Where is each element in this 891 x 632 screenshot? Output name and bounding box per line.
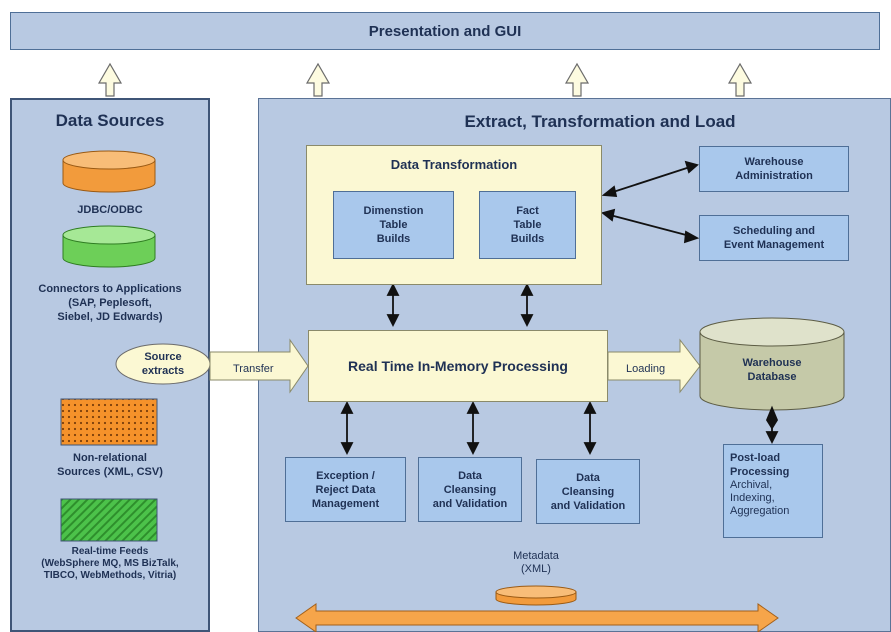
cleansing-1-label-2: Cleansing (443, 483, 497, 496)
cleansing-2-label-1: Data (576, 471, 600, 484)
warehouse-admin-box: Warehouse Administration (699, 146, 849, 192)
metadata-double-arrow (295, 603, 779, 632)
data-transformation-title: Data Transformation (390, 157, 518, 172)
realtime-label-2: (WebSphere MQ, MS BizTalk, (41, 558, 179, 569)
metadata-label-2: (XML) (521, 563, 551, 575)
cleansing-1-label-1: Data (458, 469, 482, 482)
postload-item-2: Indexing, (730, 492, 775, 504)
data-sources-title: Data Sources (55, 111, 165, 130)
postload-item-3: Aggregation (730, 505, 790, 517)
dimension-table-box: Dimenstion Table Builds (333, 191, 454, 259)
realtime-label-1: Real-time Feeds (71, 546, 149, 557)
connectors-cylinder (62, 225, 156, 268)
fact-label-3: Builds (510, 233, 545, 245)
dimension-label-3: Builds (376, 233, 411, 245)
postload-title-2: Processing (730, 466, 790, 478)
exception-label-2: Reject Data (315, 483, 376, 496)
cleansing-2-label-3: and Validation (550, 499, 626, 512)
up-arrow-icon (564, 62, 590, 97)
transfer-label: Transfer (233, 363, 274, 375)
fact-label-1: Fact (516, 205, 539, 217)
etl-title: Extract, Transformation and Load (464, 112, 736, 131)
loading-arrow (607, 338, 701, 394)
scheduling-label-1: Scheduling and (733, 225, 815, 237)
warehouse-db-label-2: Database (747, 371, 797, 383)
connectors-label-1: Connectors to Applications (38, 283, 182, 295)
real-time-processing-label: Real Time In-Memory Processing (348, 358, 568, 374)
metadata-cylinder (495, 585, 577, 606)
transfer-arrow (209, 338, 309, 394)
dimension-label-2: Table (379, 219, 408, 231)
connectors-label-3: Siebel, JD Edwards) (57, 311, 163, 323)
warehouse-admin-label-1: Warehouse (744, 156, 804, 168)
realtime-box (60, 498, 158, 542)
source-extracts-label-2: extracts (141, 365, 185, 377)
up-arrow-icon (305, 62, 331, 97)
cleansing-box-2: Data Cleansing and Validation (536, 459, 640, 524)
postload-box: Post-load Processing Archival, Indexing,… (723, 444, 823, 538)
loading-label: Loading (626, 363, 666, 375)
up-arrow-icon (727, 62, 753, 97)
fact-label-2: Table (513, 219, 542, 231)
realtime-label-3: TIBCO, WebMethods, Vitria) (43, 570, 177, 581)
up-arrow-icon (97, 62, 123, 97)
cleansing-1-label-3: and Validation (432, 497, 508, 510)
fact-table-box: Fact Table Builds (479, 191, 576, 259)
dimension-label-1: Dimenstion (363, 205, 424, 217)
exception-label-3: Management (311, 497, 380, 510)
postload-item-1: Archival, (730, 479, 773, 491)
postload-title-1: Post-load (730, 452, 781, 464)
connector-arrows (340, 160, 779, 456)
cleansing-2-label-2: Cleansing (561, 485, 615, 498)
exception-box: Exception / Reject Data Management (285, 457, 406, 522)
real-time-processing-box: Real Time In-Memory Processing (308, 330, 608, 402)
source-extracts-label-1: Source (144, 351, 182, 363)
scheduling-label-2: Event Management (723, 239, 825, 251)
jdbc-cylinder (62, 150, 156, 193)
nonrelational-label-2: Sources (XML, CSV) (57, 466, 163, 478)
metadata-label-1: Metadata (513, 550, 559, 562)
nonrelational-box (60, 398, 158, 446)
warehouse-db-label-1: Warehouse (742, 357, 802, 369)
cleansing-box-1: Data Cleansing and Validation (418, 457, 522, 522)
exception-label-1: Exception / (316, 469, 375, 482)
warehouse-admin-label-2: Administration (735, 170, 813, 182)
warehouse-db-cylinder (699, 317, 845, 411)
connectors-label-2: (SAP, Peplesoft, (68, 297, 152, 309)
nonrelational-label-1: Non-relational (73, 452, 147, 464)
presentation-bar: Presentation and GUI (10, 12, 880, 50)
jdbc-label: JDBC/ODBC (77, 204, 143, 216)
presentation-title: Presentation and GUI (368, 22, 522, 40)
scheduling-box: Scheduling and Event Management (699, 215, 849, 261)
